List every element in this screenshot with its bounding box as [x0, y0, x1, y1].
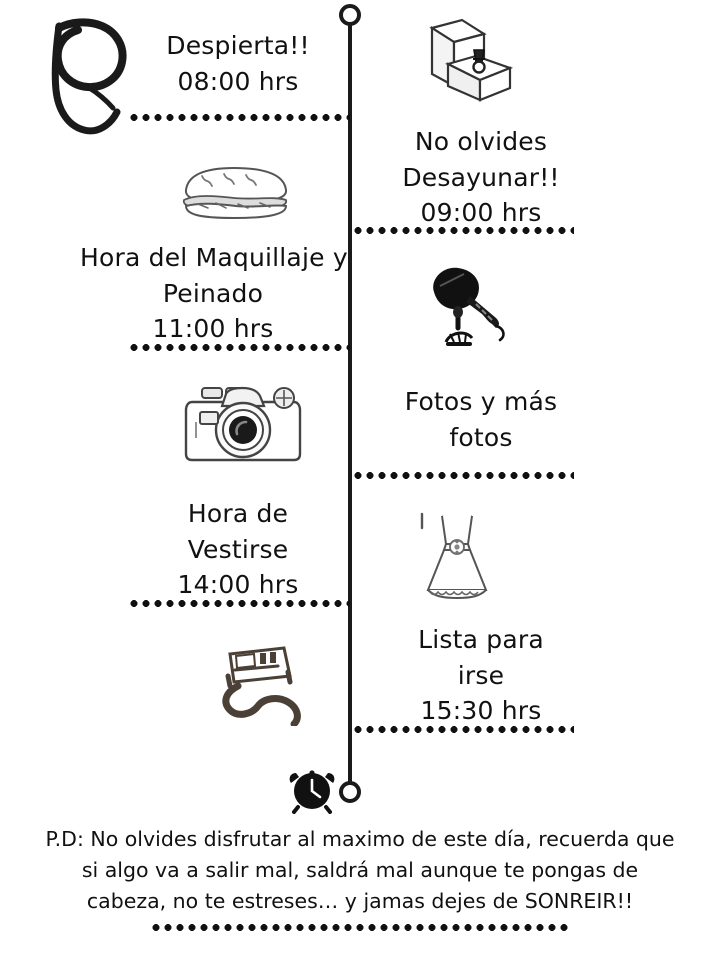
entry-line: 08:00 hrs	[177, 66, 299, 96]
timeline-end-node	[339, 781, 361, 803]
footer-line: P.D: No olvides disfrutar al maximo de e…	[45, 827, 675, 851]
entry-line: Peinado	[162, 278, 264, 308]
entry-text-despierta: Despierta!! 08:00 hrs	[130, 28, 346, 99]
dotted-separator	[128, 114, 350, 121]
entry-text-lista-para-irse: Lista para irse 15:30 hrs	[366, 622, 596, 729]
entry-line: irse	[457, 660, 505, 690]
entry-line: Despierta!!	[166, 31, 310, 60]
entry-line: Fotos y más	[404, 387, 558, 416]
script-monogram-c-icon	[18, 8, 148, 140]
gift-box-icon	[418, 12, 522, 104]
camera-icon	[182, 372, 304, 472]
timeline-axis	[348, 18, 352, 793]
dotted-separator	[352, 726, 574, 733]
entry-line: Hora de	[187, 499, 289, 528]
entry-text-desayunar: No olvides Desayunar!! 09:00 hrs	[366, 124, 596, 231]
footer-dotted-separator	[150, 924, 570, 931]
hair-dryer-icon	[420, 256, 524, 360]
entry-line: 11:00 hrs	[152, 314, 274, 343]
timeline-start-node	[339, 4, 361, 26]
sandwich-icon	[176, 160, 294, 226]
entry-line: No olvides	[414, 127, 548, 156]
dotted-separator	[352, 472, 574, 479]
entry-line: 15:30 hrs	[420, 696, 542, 725]
entry-text-fotos: Fotos y más fotos	[366, 384, 596, 455]
footer-line: cabeza, no te estreses… y jamas dejes de…	[86, 889, 634, 914]
entry-line: fotos	[449, 422, 513, 452]
entry-line: 14:00 hrs	[177, 570, 299, 599]
dotted-separator	[128, 344, 350, 351]
footer-note: P.D: No olvides disfrutar al maximo de e…	[28, 824, 692, 917]
entry-line: Desayunar!!	[402, 162, 560, 192]
entry-line: Vestirse	[187, 534, 289, 564]
car-road-icon	[208, 642, 312, 726]
entry-line: Hora del Maquillaje y	[80, 243, 348, 272]
footer-line: si algo va a salir mal, saldrá mal aunqu…	[81, 858, 639, 883]
dress-icon	[404, 502, 510, 608]
dotted-separator	[128, 600, 350, 607]
entry-text-vestirse: Hora de Vestirse 14:00 hrs	[130, 496, 346, 603]
entry-text-maquillaje: Hora del Maquillaje y Peinado 11:00 hrs	[80, 240, 348, 347]
entry-line: 09:00 hrs	[420, 198, 542, 227]
alarm-clock-icon	[286, 762, 338, 814]
dotted-separator	[352, 227, 574, 234]
entry-line: Lista para	[418, 625, 544, 654]
